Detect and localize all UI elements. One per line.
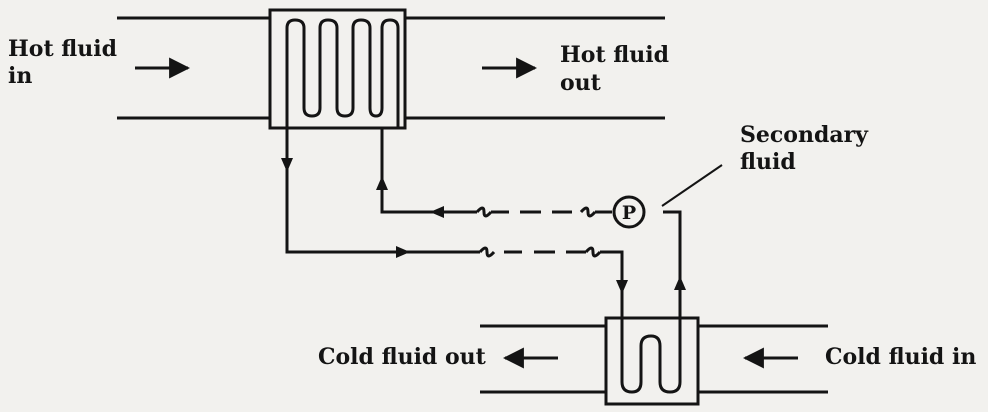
cold-fluid-in-label: Cold fluid in [825, 344, 977, 370]
return-pipe-left [380, 128, 477, 214]
pump-letter: P [622, 202, 636, 224]
pipe-flow-arrows [281, 158, 686, 294]
arrow-right-supply [396, 246, 410, 258]
arrow-down-hot-exit [281, 158, 293, 172]
cold-exchanger-box [604, 316, 700, 406]
secondary-fluid-label-line1: Secondary [740, 122, 868, 148]
arrow-down-cold-entry [616, 280, 628, 294]
return-pipe-break [579, 206, 597, 218]
supply-pipe-break-2 [584, 246, 602, 258]
secondary-fluid-leader [661, 164, 723, 207]
hot-fluid-out-label-line1: Hot fluid [560, 42, 670, 68]
secondary-fluid-label-line2: fluid [740, 149, 796, 175]
secondary-loop-piping [285, 128, 723, 318]
supply-pipe-right [600, 250, 624, 318]
pump-symbol: P [612, 195, 646, 229]
arrow-left-return [430, 206, 444, 218]
hot-fluid-out-label-line2: out [560, 70, 601, 96]
cold-fluid-out-label: Cold fluid out [318, 344, 486, 370]
hot-exchanger-coil [285, 18, 400, 128]
cold-exchanger-coil [620, 318, 682, 394]
hot-fluid-in-label-line1: Hot fluid [8, 36, 118, 62]
supply-pipe-break [478, 246, 496, 258]
return-pipe-riser [663, 210, 682, 318]
arrow-up-hot-entry [376, 176, 388, 190]
duct-flow-arrows [135, 57, 798, 369]
hot-fluid-in-label-line2: in [8, 63, 33, 89]
arrow-up-cold-exit [674, 276, 686, 290]
return-pipe-break-2 [475, 206, 493, 218]
pump-circle [612, 195, 646, 229]
